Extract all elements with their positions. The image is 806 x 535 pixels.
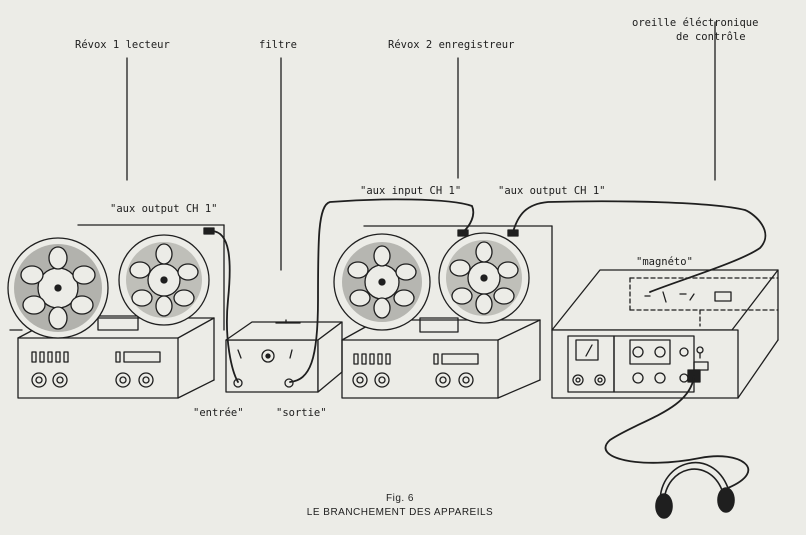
revox1-reel-right	[118, 234, 210, 326]
label-aux-output-2: "aux output CH 1"	[498, 185, 606, 197]
revox1-reel-left	[7, 237, 109, 339]
oreille-unit	[551, 269, 779, 399]
label-magneto: "magnéto"	[636, 256, 693, 268]
headphones	[655, 461, 735, 519]
revox2-deck	[333, 225, 553, 399]
revox1-sliders	[31, 351, 161, 363]
oreille-module-marks	[644, 291, 732, 303]
revox1-deck	[7, 224, 225, 399]
caption-title: LE BRANCHEMENT DES APPAREILS	[306, 507, 494, 518]
caption-fig: Fig. 6	[385, 493, 414, 504]
oreille-meter	[575, 339, 599, 361]
label-revox2: Révox 2 enregistreur	[388, 39, 515, 51]
cables	[211, 198, 767, 489]
label-aux-output-1: "aux output CH 1"	[110, 203, 218, 215]
revox2-reel-right	[438, 232, 530, 324]
label-entree: "entrée"	[193, 407, 244, 419]
revox2-reel-left	[333, 233, 431, 331]
label-filtre: filtre	[259, 39, 297, 51]
label-oreille-line1: oreille éléctronique	[632, 17, 759, 29]
label-oreille-line2: de contrôle	[676, 31, 746, 43]
label-sortie: "sortie"	[276, 407, 327, 419]
label-aux-input-2: "aux input CH 1"	[360, 185, 462, 197]
label-revox1: Révox 1 lecteur	[75, 39, 170, 51]
revox2-sliders	[353, 353, 479, 365]
filtre-box	[225, 319, 343, 393]
